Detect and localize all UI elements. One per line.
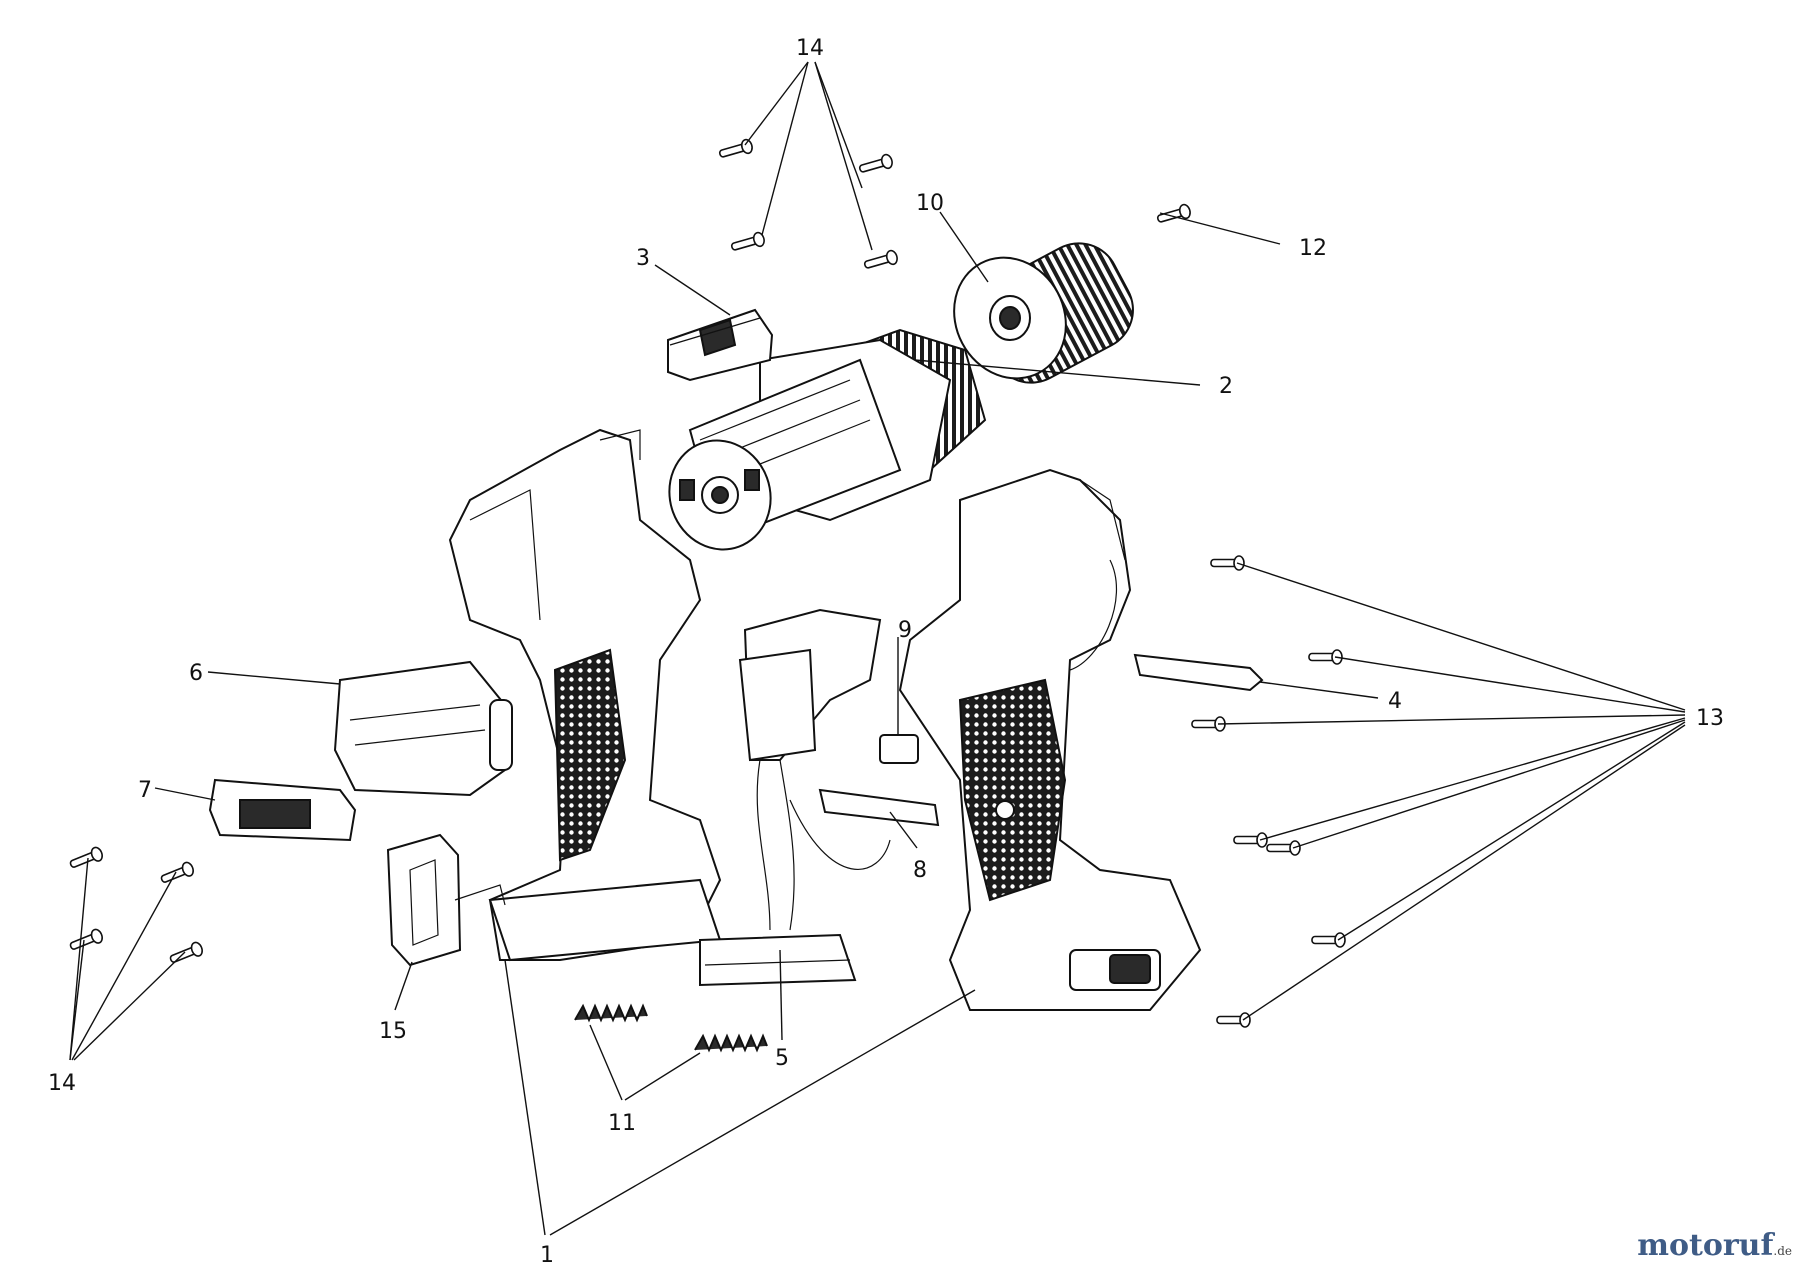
part-lever xyxy=(1133,653,1264,692)
watermark-tld: .de xyxy=(1773,1244,1792,1258)
callout-8: 8 xyxy=(913,858,927,883)
callout-13: 13 xyxy=(1696,706,1724,731)
part-clip xyxy=(879,734,919,764)
part-motor-gearbox xyxy=(668,328,987,551)
callout-14-top: 14 xyxy=(796,36,824,61)
part-springs xyxy=(574,1003,768,1053)
callout-4: 4 xyxy=(1388,689,1402,714)
callout-9: 9 xyxy=(898,618,912,643)
part-chuck xyxy=(953,242,1134,384)
callout-5: 5 xyxy=(775,1046,789,1071)
part-trigger-switch xyxy=(699,608,891,987)
callout-15: 15 xyxy=(379,1019,407,1044)
part-led-strip xyxy=(818,788,940,827)
part-housing-right xyxy=(898,468,1202,1011)
part-belt-clip xyxy=(386,833,506,967)
part-forward-reverse-switch xyxy=(667,308,774,382)
callout-14-bottom: 14 xyxy=(48,1071,76,1096)
watermark-text: motoruf xyxy=(1637,1228,1774,1263)
callout-labels: 14 10 12 3 2 6 7 9 4 13 8 15 5 14 11 1 xyxy=(48,36,1724,1268)
part-housing-left xyxy=(448,428,722,962)
part-badge-plate xyxy=(208,778,357,842)
callout-6: 6 xyxy=(189,661,203,686)
part-rear-cap xyxy=(333,660,513,797)
callout-1: 1 xyxy=(540,1243,554,1268)
site-watermark: motoruf.de xyxy=(1637,1228,1792,1263)
callout-11: 11 xyxy=(608,1111,636,1136)
leader-lines xyxy=(69,61,1686,1236)
callout-12: 12 xyxy=(1299,236,1327,261)
callout-2: 2 xyxy=(1219,374,1233,399)
callout-10: 10 xyxy=(916,191,944,216)
callout-3: 3 xyxy=(636,246,650,271)
callout-7: 7 xyxy=(138,778,152,803)
